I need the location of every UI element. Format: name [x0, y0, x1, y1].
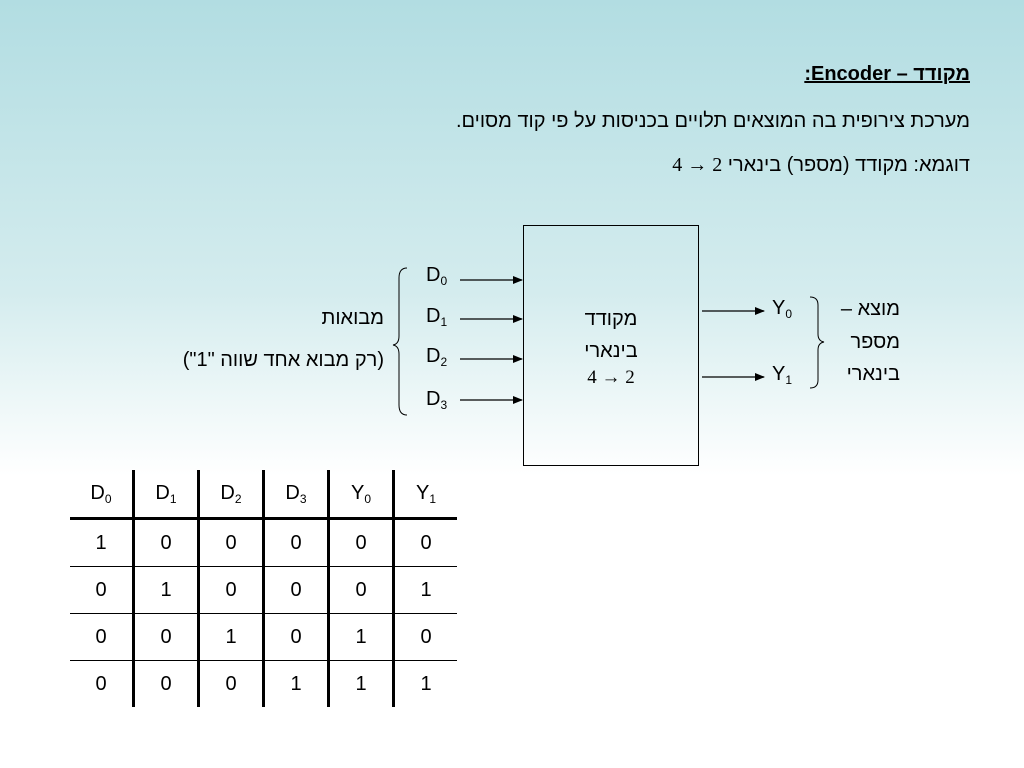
example-prefix: דוגמא: מקודד (מספר) בינארי: [727, 154, 970, 176]
header-d2: D2: [197, 470, 264, 520]
table-row: 0 0 1 0 1 0: [70, 613, 457, 661]
header-y1: Y1: [392, 470, 457, 520]
output-label-y0: Y0: [772, 297, 793, 321]
table-cell: 1: [392, 566, 457, 614]
example-line: דוגמא: מקודד (מספר) בינארי 4 → 2: [672, 154, 970, 177]
input-label-d1: D1: [426, 305, 448, 329]
table-cell: 0: [392, 613, 457, 661]
truth-table: D0 D1 D2 D3 Y0 Y1 1 0 0 0 0 0 0 1 0 0 0 …: [70, 470, 457, 707]
outputs-brace: [809, 296, 825, 389]
inputs-note: (רק מבוא אחד שווה "1"): [182, 349, 384, 371]
definition-text: מערכת צירופית בה המוצאים תלויים בכניסות …: [455, 110, 970, 132]
table-cell: 0: [327, 566, 394, 614]
header-d1: D1: [132, 470, 199, 520]
header-y0: Y0: [327, 470, 394, 520]
table-cell: 0: [197, 566, 264, 614]
table-cell: 0: [262, 518, 329, 567]
inputs-label: מבואות: [321, 307, 384, 329]
table-row: 0 1 0 0 0 1: [70, 566, 457, 614]
output-label-y1: Y1: [772, 363, 793, 387]
table-cell: 0: [132, 518, 199, 567]
table-cell: 0: [262, 613, 329, 661]
table-cell: 0: [197, 660, 264, 707]
header-d0: D0: [70, 470, 134, 520]
table-cell: 0: [262, 566, 329, 614]
table-cell: 1: [197, 613, 264, 661]
table-cell: 0: [70, 566, 134, 614]
table-row: 1 0 0 0 0 0: [70, 518, 457, 567]
slide-title: מקודד – Encoder:: [804, 63, 970, 85]
block-label-line2: בינארי: [584, 340, 638, 362]
table-cell: 0: [197, 518, 264, 567]
output-label-line1: מוצא –: [840, 298, 900, 320]
table-cell: 0: [327, 518, 394, 567]
input-label-d3: D3: [426, 388, 448, 412]
table-row: 0 0 0 1 1 1: [70, 660, 457, 707]
table-cell: 0: [132, 613, 199, 661]
table-cell: 0: [392, 518, 457, 567]
example-formula: 4 → 2: [672, 154, 723, 176]
table-cell: 0: [70, 613, 134, 661]
output-label-line2: מספר: [850, 331, 900, 353]
table-cell: 1: [327, 660, 394, 707]
block-formula: 4 → 2: [587, 367, 635, 388]
table-cell: 1: [327, 613, 394, 661]
table-cell: 1: [262, 660, 329, 707]
block-label-line1: מקודד: [584, 308, 638, 330]
header-d3: D3: [262, 470, 329, 520]
table-cell: 0: [132, 660, 199, 707]
input-label-d2: D2: [426, 345, 448, 369]
inputs-brace: [392, 267, 408, 416]
truth-table-header-row: D0 D1 D2 D3 Y0 Y1: [70, 470, 457, 520]
table-cell: 0: [70, 660, 134, 707]
encoder-block: [523, 225, 699, 466]
output-label-line3: בינארי: [846, 363, 900, 385]
input-label-d0: D0: [426, 264, 448, 288]
table-cell: 1: [132, 566, 199, 614]
table-cell: 1: [95, 531, 107, 554]
table-cell: 1: [392, 660, 457, 707]
